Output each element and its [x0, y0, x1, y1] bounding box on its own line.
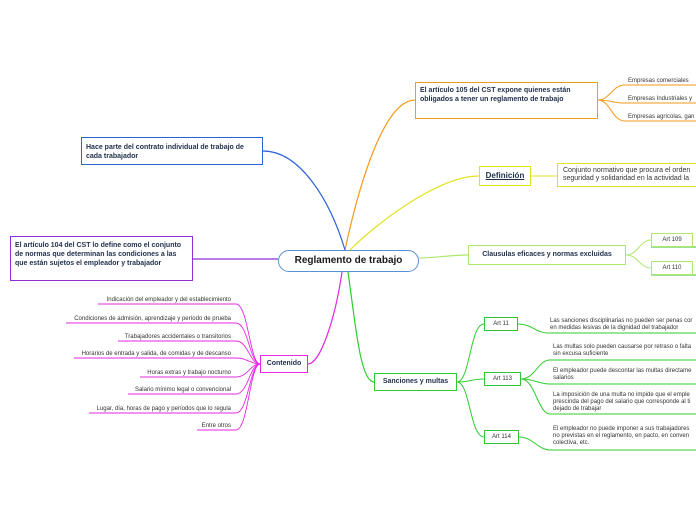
link-contenido [307, 271, 343, 365]
art113-description-1[interactable]: Las multas solo pueden causarse por retr… [553, 344, 691, 358]
art114-desc-line3: colectiva, etc. [553, 440, 590, 446]
contenido-item-3[interactable]: Trabajadores accidentales o transitorios [124, 334, 231, 340]
art113-d3-line3: dejado de trabajar [553, 406, 602, 412]
link-sanciones [347, 271, 375, 383]
contenido-item-4[interactable]: Horarios de entrada y salida, de comidas… [81, 351, 231, 357]
art113-d3-line2: prescinda del pago del salario que corre… [553, 399, 691, 405]
clausulas-art-109[interactable]: Art 109 [651, 233, 693, 247]
topic-contrato[interactable]: Hace parte del contrato individual de tr… [81, 137, 263, 165]
contenido-item-5[interactable]: Horas extras y trabajo nocturno [147, 370, 231, 376]
art113-description-3[interactable]: La imposición de una multa no impide que… [553, 392, 690, 413]
topic-sanciones[interactable]: Sanciones y multas [374, 373, 457, 391]
art113-d2-line1: El empleador puede descontar las multas … [553, 368, 692, 374]
link-obligados [344, 99, 416, 251]
art113-d2-line2: salarios [553, 375, 574, 381]
art114-description[interactable]: El empleador no puede imponer a sus trab… [553, 426, 689, 447]
topic-obligados[interactable]: El artículo 105 del CST expone quienes e… [415, 82, 598, 119]
obligados-item-agricolas[interactable]: Empresas agrícolas, gan [628, 114, 695, 120]
art113-description-2[interactable]: El empleador puede descontar las multas … [553, 368, 691, 382]
obligados-item-comerciales[interactable]: Empresas comerciales [628, 78, 689, 84]
art113-d1-line2: sin excusa suficiente [553, 351, 609, 357]
contenido-item-8[interactable]: Entre otros [201, 423, 231, 429]
topic-articulo-104[interactable]: El artículo 104 del CST lo define como e… [10, 236, 193, 281]
link-definicion [349, 175, 480, 251]
clausulas-art-110[interactable]: Art 110 [651, 261, 693, 275]
obligados-item-industriales[interactable]: Empresas Industriales y [628, 96, 693, 102]
contenido-item-2[interactable]: Condiciones de admisión, aprendizaje y p… [74, 316, 231, 322]
sanciones-art-113[interactable]: Art 113 [484, 372, 521, 386]
art11-desc-line1: Las sanciones disciplinarias no pueden s… [550, 318, 693, 324]
sanciones-art-11[interactable]: Art 11 [484, 317, 518, 331]
art113-d3-line1: La imposición de una multa no impide que… [553, 392, 690, 398]
contenido-item-6[interactable]: Salario mínimo legal o convencional [134, 387, 231, 393]
contenido-item-7[interactable]: Lugar, día, horas de pago y períodos que… [96, 406, 231, 412]
topic-definicion[interactable]: Definición [479, 166, 531, 186]
link-clausulas [418, 254, 469, 259]
link-contrato [262, 150, 346, 251]
definicion-text-line2: seguridad y solidaridad en la actividad … [563, 175, 690, 182]
art11-description[interactable]: Las sanciones disciplinarias no pueden s… [550, 318, 692, 332]
art11-desc-line2: en medidas lesivas de la dignidad del tr… [550, 325, 679, 331]
topic-contenido[interactable]: Contenido [260, 355, 308, 373]
topic-clausulas[interactable]: Clausulas eficaces y normas excluidas [468, 245, 626, 265]
sanciones-art-114[interactable]: Art 114 [484, 430, 519, 444]
art113-d1-line1: Las multas solo pueden causarse por retr… [553, 344, 692, 350]
definicion-text-line1: Conjunto normativo que procura el orden [563, 167, 691, 174]
contenido-item-1[interactable]: Indicación del empleador y del estableci… [106, 297, 231, 303]
art114-desc-line2: no previstas en el reglamento, en pacto,… [553, 433, 690, 439]
central-topic[interactable]: Reglamento de trabajo [278, 250, 419, 272]
definicion-text[interactable]: Conjunto normativo que procura el orden … [557, 163, 696, 187]
art114-desc-line1: El empleador no puede imponer a sus trab… [553, 426, 690, 432]
